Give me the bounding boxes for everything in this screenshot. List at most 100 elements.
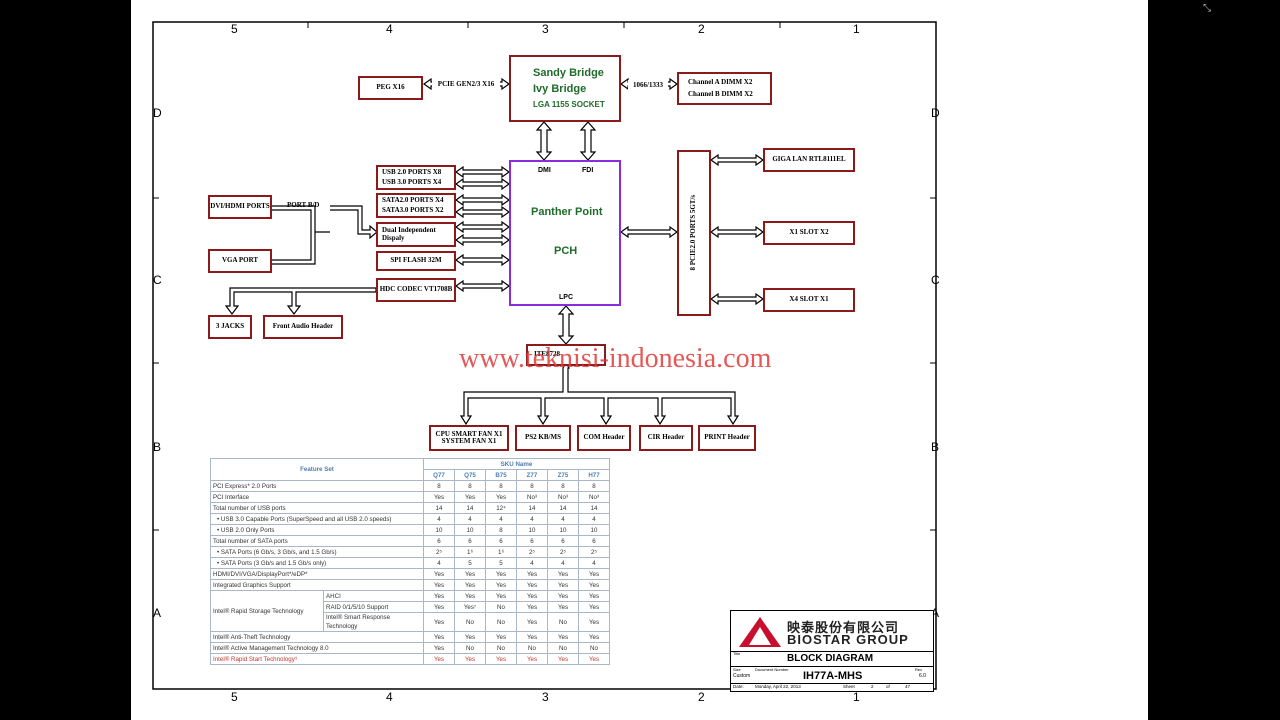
feature-row: • SATA Ports (6 Gb/s, 3 Gb/s, and 1.5 Gb… (210, 546, 610, 558)
feature-label: Intel® Rapid Start Technology⁹ (210, 653, 424, 665)
feature-value: 14 (547, 502, 579, 514)
usb3-label: USB 3.0 PORTS X4 (382, 178, 442, 186)
feature-value: Yes (547, 579, 579, 591)
feature-table: Feature Set SKU Name Q77 Q75 B75 Z77 Z75… (210, 458, 610, 665)
grid-left-b: B (153, 440, 162, 454)
rev-value: 6.0 (919, 673, 926, 679)
x4-slot-box: X4 SLOT X1 (763, 288, 855, 312)
feature-value: 2⁵ (547, 546, 579, 558)
feature-value: No³ (547, 491, 579, 503)
feature-value: Yes (485, 590, 517, 602)
feature-value: 4 (547, 557, 579, 569)
feature-value: 2⁵ (423, 546, 455, 558)
ite-box: ITE8728 (526, 344, 606, 366)
feature-value: 6 (454, 535, 486, 547)
cpu-block: Sandy Bridge Ivy Bridge LGA 1155 SOCKET (509, 55, 621, 122)
grid-right-b: B (931, 440, 940, 454)
feature-value: 1⁶ (454, 546, 486, 558)
dimm-a-label: Channel A DIMM X2 (688, 78, 753, 87)
feature-value: 14 (516, 502, 548, 514)
feature-value: Yes (485, 653, 517, 665)
feature-value: 12⁴ (485, 502, 517, 514)
x1-slot-box: X1 SLOT X2 (763, 221, 855, 245)
feature-value: No (547, 642, 579, 654)
fullscreen-exit-icon[interactable]: ⤡ (1203, 3, 1211, 14)
dimm-b-label: Channel B DIMM X2 (688, 89, 753, 98)
feature-value: Yes (485, 579, 517, 591)
pch-line1: Panther Point (531, 206, 603, 218)
feature-value: Yes (547, 590, 579, 602)
feature-value: Yes (578, 590, 610, 602)
feature-value: 10 (516, 524, 548, 536)
sata2-label: SATA2.0 PORTS X4 (382, 195, 444, 204)
date-value: Monday, April 22, 2013 (755, 684, 801, 689)
feature-value: No (485, 612, 517, 632)
grid-top-1: 1 (853, 22, 860, 36)
sku-b75: B75 (485, 469, 517, 481)
feature-value: Yes (547, 568, 579, 580)
feature-value: Yes (423, 491, 455, 503)
pch-lpc-label: LPC (559, 294, 573, 301)
feature-value: 4 (454, 513, 486, 525)
dimm-box: Channel A DIMM X2 Channel B DIMM X2 (677, 72, 772, 105)
feature-value: Yes (516, 601, 548, 613)
biostar-logo-icon (739, 617, 781, 647)
dvi-hdmi-box: DVI/HDMI PORTS (208, 195, 272, 219)
feature-label: PCI Express* 2.0 Ports (210, 480, 424, 492)
feature-value: Yes (423, 579, 455, 591)
feature-value: Yes (454, 631, 486, 643)
pcie-gen-label: PCIE GEN2/3 X16 (432, 79, 500, 91)
feature-label: • USB 2.0 Only Ports (210, 524, 424, 536)
pch-dmi-label: DMI (538, 167, 551, 174)
feature-value: Yes (547, 653, 579, 665)
peg-box: PEG X16 (358, 76, 423, 100)
grid-top-3: 3 (542, 22, 549, 36)
dual-display-box: Dual Independent Dispaly (376, 222, 456, 247)
feature-value: Yes (423, 601, 455, 613)
rev-label: Rev (915, 667, 923, 672)
feature-value: 5 (454, 557, 486, 569)
feature-value: Yes (516, 612, 548, 632)
feature-label: Total number of SATA ports (210, 535, 424, 547)
feature-value: Yes (516, 579, 548, 591)
feature-value: No (516, 642, 548, 654)
feature-value: 4 (423, 557, 455, 569)
feature-value: Yes (485, 568, 517, 580)
feature-value: 5 (485, 557, 517, 569)
feature-value: 8 (423, 480, 455, 492)
feature-value: 14 (578, 502, 610, 514)
feature-value: Yes (578, 612, 610, 632)
company-cn: 映泰股份有限公司 (787, 620, 900, 635)
feature-value: Yes (423, 653, 455, 665)
size-label: Size (733, 667, 741, 672)
hdc-codec-box: HDC CODEC VT1708B (376, 278, 456, 302)
sheet-value: 2 (871, 684, 874, 689)
pch-block (509, 160, 621, 306)
pcie-ports-label: 8 PCIE2.0 PORTS 5GT/s (689, 195, 698, 271)
feature-value: Yes (516, 590, 548, 602)
print-header-box: PRINT Header (698, 425, 756, 451)
feature-label: • USB 3.0 Capable Ports (SuperSpeed and … (210, 513, 424, 525)
lan-box: GIGA LAN RTL8111EL (763, 148, 855, 172)
feature-value: Yes⁷ (454, 601, 486, 613)
feature-value: Yes (454, 653, 486, 665)
grid-bottom-4: 4 (386, 690, 393, 704)
feature-value: No³ (516, 491, 548, 503)
feature-value: Yes (454, 579, 486, 591)
feature-value: 8 (454, 480, 486, 492)
feature-value: Yes (578, 568, 610, 580)
rst-group-label: Intel® Rapid Storage Technology (210, 590, 324, 632)
feature-set-header: Feature Set (210, 458, 424, 481)
sata3-label: SATA3.0 PORTS X2 (382, 206, 444, 214)
feature-label: HDMI/DVI/VGA/DisplayPort*/eDP* (210, 568, 424, 580)
system-fan-label: SYSTEM FAN X1 (441, 437, 497, 445)
feature-value: No (578, 642, 610, 654)
ps2-box: PS2 KB/MS (515, 425, 571, 451)
feature-value: 4 (547, 513, 579, 525)
feature-value: 14 (454, 502, 486, 514)
